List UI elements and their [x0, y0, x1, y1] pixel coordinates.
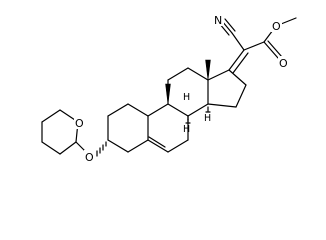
h-c9-label: H [183, 124, 190, 135]
ring-d [207, 69, 247, 108]
h-c8-label: H [183, 92, 190, 103]
methyl-c10-wedge [165, 83, 171, 105]
c3-hashed-bond [96, 141, 107, 157]
double-bond-c5-c6 [148, 136, 166, 148]
ring-a [107, 103, 149, 153]
ester-carbonyl-o-label: O [279, 57, 288, 70]
ester-ether-o-label: O [272, 20, 281, 33]
ring-fusion-h-bonds [185, 106, 211, 124]
nitrile-n-label: N [214, 14, 222, 27]
ether-link-o-label: O [85, 151, 94, 164]
structure-svg: N O O O O H H H [41, 13, 297, 164]
methyl-c13-wedge [205, 59, 211, 81]
thp-ring-o-label: O [75, 117, 84, 130]
ring-b [147, 103, 189, 153]
atom-labels: N O O O O H H H [74, 13, 289, 164]
molecule-diagram: N O O O O H H H [41, 13, 297, 164]
exocyclic-double-bond [232, 52, 249, 74]
h-c14-label: H [204, 113, 211, 124]
